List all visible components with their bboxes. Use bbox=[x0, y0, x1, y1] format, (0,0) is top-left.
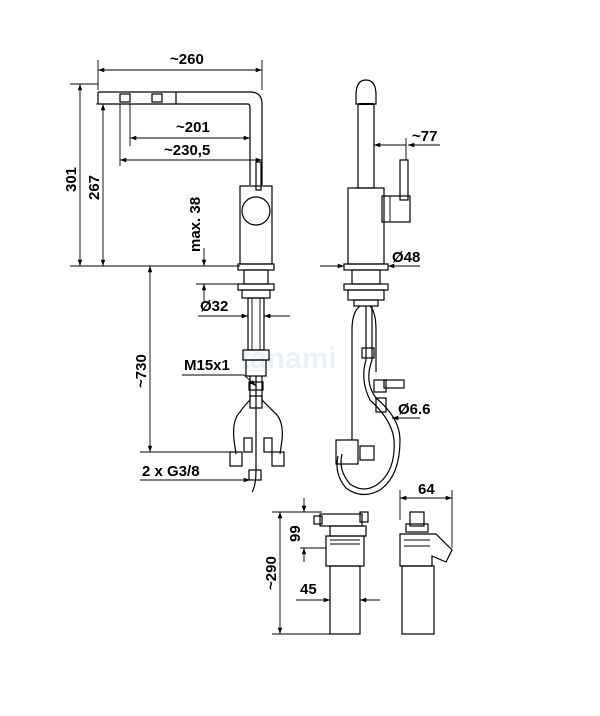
filter-unit-side bbox=[399, 511, 453, 635]
right-dimensions bbox=[320, 138, 440, 421]
dim-d6-6: Ø6.6 bbox=[398, 401, 431, 418]
dim-height-301: 301 bbox=[63, 167, 80, 192]
filter-dimensions bbox=[272, 490, 453, 635]
filter-unit-front bbox=[313, 511, 369, 635]
dim-width-total: ~260 bbox=[170, 51, 204, 68]
dim-lever-77: ~77 bbox=[412, 128, 437, 145]
dim-filter-45: 45 bbox=[300, 581, 317, 598]
dim-thread-m15: M15x1 bbox=[184, 357, 230, 374]
dimension-labels: ~260 ~201 ~230,5 301 267 max. 38 Ø32 ~73… bbox=[63, 51, 437, 598]
dim-height-267: 267 bbox=[86, 175, 103, 200]
left-dimensions bbox=[70, 60, 290, 483]
watermark: tanami bbox=[240, 342, 337, 375]
dim-reach-201: ~201 bbox=[176, 119, 210, 136]
dim-connections: 2 x G3/8 bbox=[142, 463, 200, 480]
dim-reach-230: ~230,5 bbox=[164, 142, 210, 159]
faucet-side-view bbox=[97, 91, 285, 493]
dim-d32: Ø32 bbox=[200, 298, 228, 315]
faucet-front-view bbox=[335, 79, 411, 496]
dim-filter-99: 99 bbox=[287, 525, 304, 542]
dim-filter-64: 64 bbox=[418, 481, 435, 498]
dim-hose-730: ~730 bbox=[133, 354, 150, 388]
dim-filter-290: ~290 bbox=[263, 556, 280, 590]
dim-d48: Ø48 bbox=[392, 249, 420, 266]
dim-max-38: max. 38 bbox=[187, 197, 204, 252]
